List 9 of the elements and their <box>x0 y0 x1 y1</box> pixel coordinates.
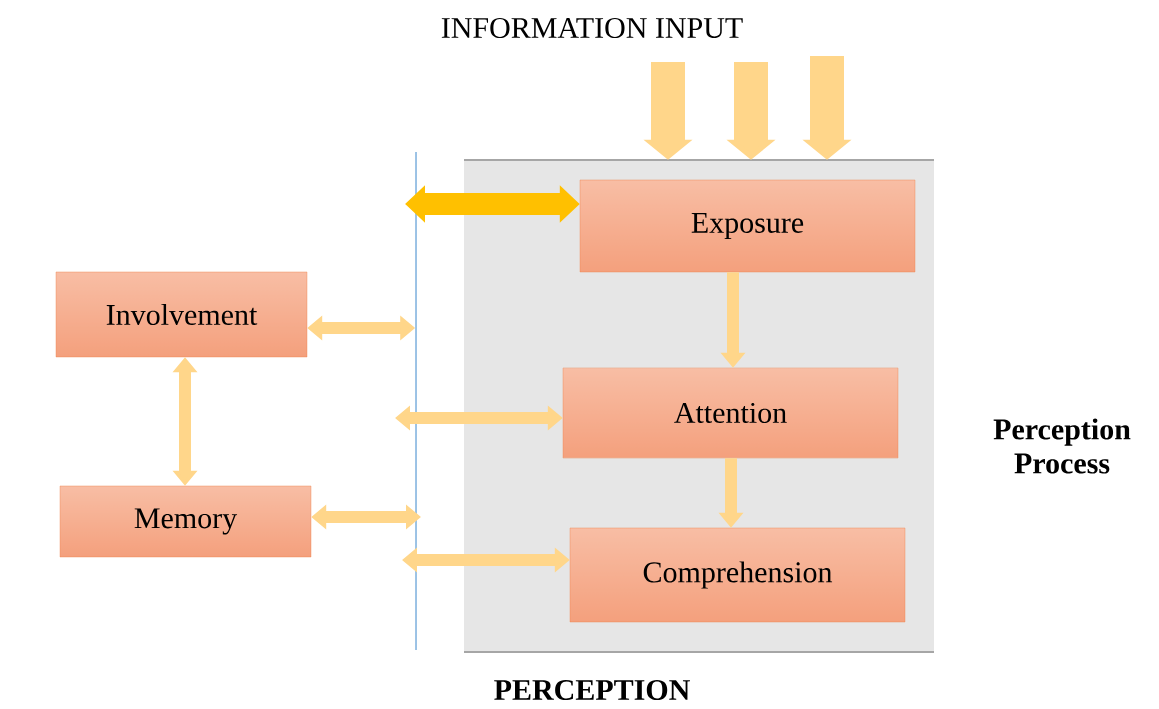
process-box: Exposure <box>579 179 916 273</box>
process-box: Involvement <box>55 271 308 358</box>
panel-heading: PERCEPTION <box>494 679 690 701</box>
input-label: INFORMATION INPUT <box>441 17 743 39</box>
process-box: Comprehension <box>569 527 906 623</box>
process-box: Memory <box>59 485 312 558</box>
divider-line <box>415 152 417 650</box>
process-box: Attention <box>562 367 899 459</box>
side-label: Perception Process <box>993 418 1131 474</box>
